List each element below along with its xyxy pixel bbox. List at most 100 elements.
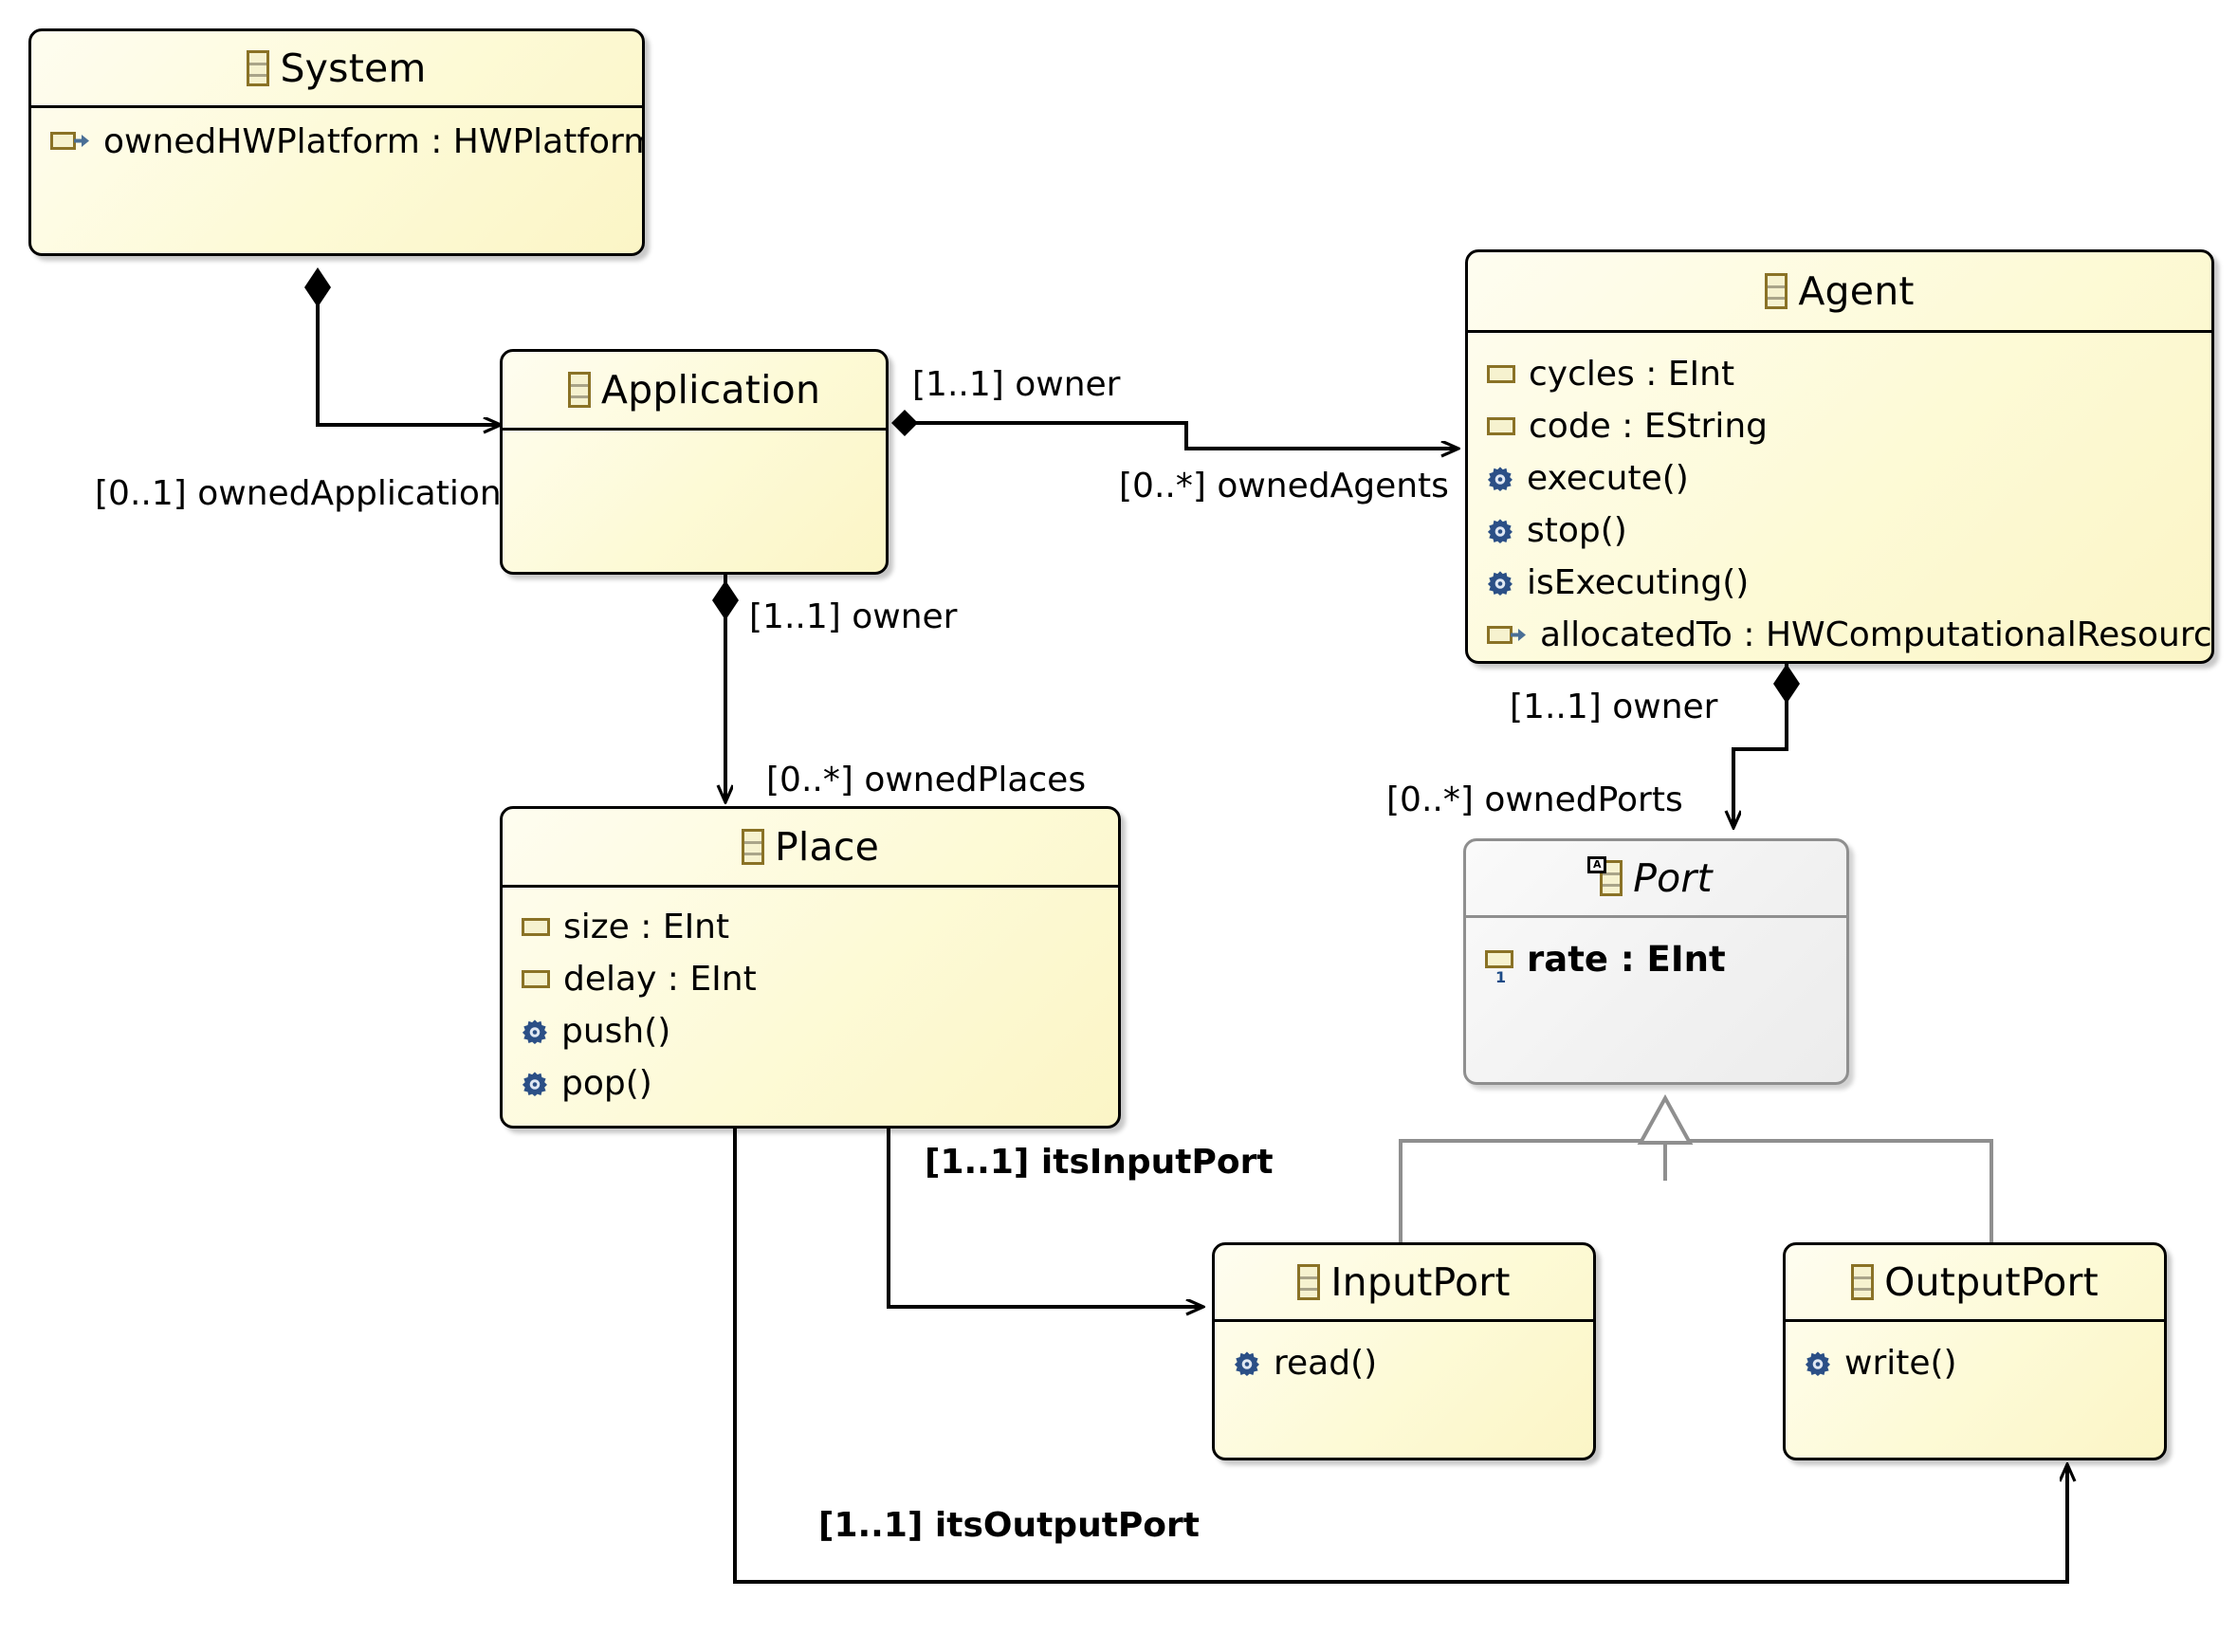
class-features-port: 1 rate : EInt bbox=[1466, 918, 1846, 985]
edge-label-owned-application: [0..1] ownedApplication bbox=[95, 474, 502, 513]
feature-row[interactable]: execute() bbox=[1487, 452, 2211, 505]
edge-application-place bbox=[712, 575, 739, 801]
class-icon bbox=[1297, 1264, 1321, 1300]
attribute-icon bbox=[522, 918, 550, 936]
class-header-agent: Agent bbox=[1468, 252, 2211, 330]
feature-label: read() bbox=[1274, 1344, 1378, 1383]
feature-row[interactable]: push() bbox=[522, 1005, 1118, 1057]
operation-icon bbox=[522, 1019, 548, 1045]
feature-row[interactable]: write() bbox=[1805, 1337, 2164, 1389]
class-separator bbox=[31, 105, 642, 108]
class-separator bbox=[1468, 330, 2211, 333]
feature-label: push() bbox=[561, 1012, 671, 1051]
class-title: Place bbox=[774, 824, 879, 870]
class-header-inputport: InputPort bbox=[1215, 1245, 1593, 1319]
class-features-inputport: read() bbox=[1215, 1322, 1593, 1389]
class-title: System bbox=[280, 46, 427, 91]
class-box-system[interactable]: System ownedHWPlatform : HWPlatform bbox=[28, 28, 645, 256]
edge-place-inputport bbox=[887, 1129, 1202, 1307]
class-title: Application bbox=[600, 367, 821, 413]
attribute-icon bbox=[1487, 417, 1515, 435]
reference-icon bbox=[50, 131, 90, 152]
feature-row[interactable]: isExecuting() bbox=[1487, 557, 2211, 609]
class-title: Agent bbox=[1798, 268, 1915, 314]
feature-row[interactable]: 1 rate : EInt bbox=[1485, 933, 1846, 985]
class-icon bbox=[1851, 1264, 1875, 1300]
feature-label: cycles : EInt bbox=[1529, 355, 1735, 394]
class-title: Port bbox=[1633, 855, 1713, 901]
class-box-inputport[interactable]: InputPort read() bbox=[1212, 1242, 1596, 1460]
feature-label: ownedHWPlatform : HWPlatform bbox=[103, 121, 645, 161]
edge-label-owner-app-place: [1..1] owner bbox=[749, 597, 958, 636]
feature-label: pop() bbox=[561, 1064, 652, 1103]
class-box-application[interactable]: Application bbox=[500, 349, 889, 575]
class-features-outputport: write() bbox=[1786, 1322, 2164, 1389]
class-box-place[interactable]: Place size : EInt delay : EInt push() bbox=[500, 806, 1121, 1129]
class-features-system: ownedHWPlatform : HWPlatform bbox=[31, 108, 642, 163]
feature-label: stop() bbox=[1527, 511, 1627, 550]
class-box-agent[interactable]: Agent cycles : EInt code : EString execu… bbox=[1465, 249, 2214, 664]
edge-label-its-input-port: [1..1] itsInputPort bbox=[925, 1143, 1274, 1182]
feature-label: size : EInt bbox=[563, 908, 730, 946]
feature-label: allocatedTo : HWComputationalResource bbox=[1540, 615, 2214, 654]
class-separator bbox=[503, 428, 886, 431]
feature-row[interactable]: size : EInt bbox=[522, 901, 1118, 953]
edge-label-owner-agent-port: [1..1] owner bbox=[1510, 688, 1718, 726]
feature-label: write() bbox=[1844, 1344, 1957, 1383]
edge-label-owned-agents: [0..*] ownedAgents bbox=[1119, 467, 1449, 505]
class-features-application bbox=[503, 431, 886, 442]
feature-row[interactable]: code : EString bbox=[1487, 400, 2211, 452]
attribute-icon bbox=[522, 970, 550, 988]
class-header-port: A Port bbox=[1466, 841, 1846, 915]
class-separator bbox=[503, 885, 1118, 888]
operation-icon bbox=[522, 1071, 548, 1097]
class-box-outputport[interactable]: OutputPort write() bbox=[1783, 1242, 2167, 1460]
abstract-class-icon: A bbox=[1587, 856, 1623, 896]
operation-icon bbox=[1234, 1350, 1260, 1377]
class-separator bbox=[1466, 915, 1846, 918]
edge-label-owned-places: [0..*] ownedPlaces bbox=[766, 761, 1087, 799]
edge-agent-port bbox=[1733, 664, 1800, 827]
edge-application-agent bbox=[891, 410, 1458, 449]
feature-label: execute() bbox=[1527, 459, 1689, 498]
edge-system-application bbox=[304, 267, 500, 425]
edge-label-owned-ports: [0..*] ownedPorts bbox=[1386, 780, 1683, 819]
feature-row[interactable]: pop() bbox=[522, 1057, 1118, 1110]
edge-place-outputport bbox=[733, 1129, 2067, 1584]
class-icon bbox=[1765, 273, 1788, 309]
feature-label: code : EString bbox=[1529, 407, 1769, 446]
class-separator bbox=[1786, 1319, 2164, 1322]
class-header-outputport: OutputPort bbox=[1786, 1245, 2164, 1319]
attribute-icon: 1 bbox=[1485, 950, 1513, 985]
edge-label-its-output-port: [1..1] itsOutputPort bbox=[818, 1506, 1200, 1545]
reference-icon bbox=[1487, 625, 1527, 646]
attribute-multiplicity: 1 bbox=[1495, 968, 1507, 986]
feature-row[interactable]: cycles : EInt bbox=[1487, 348, 2211, 400]
class-features-place: size : EInt delay : EInt push() pop() bbox=[503, 888, 1118, 1110]
class-header-place: Place bbox=[503, 809, 1118, 885]
class-header-system: System bbox=[31, 31, 642, 105]
class-icon bbox=[567, 372, 591, 408]
feature-row[interactable]: stop() bbox=[1487, 505, 2211, 557]
attribute-icon bbox=[1487, 365, 1515, 383]
edge-label-owner-app-agent: [1..1] owner bbox=[912, 365, 1121, 404]
class-separator bbox=[1215, 1319, 1593, 1322]
operation-icon bbox=[1487, 518, 1513, 544]
feature-label: delay : EInt bbox=[563, 960, 757, 999]
feature-row[interactable]: read() bbox=[1234, 1337, 1593, 1389]
feature-label: isExecuting() bbox=[1527, 563, 1750, 602]
class-icon bbox=[741, 829, 764, 865]
feature-row[interactable]: delay : EInt bbox=[522, 953, 1118, 1005]
edge-generalization-ports bbox=[1399, 1093, 1993, 1242]
class-features-agent: cycles : EInt code : EString execute() s… bbox=[1468, 333, 2211, 661]
class-title: OutputPort bbox=[1884, 1259, 2099, 1305]
operation-icon bbox=[1487, 570, 1513, 597]
feature-row[interactable]: allocatedTo : HWComputationalResource bbox=[1487, 609, 2211, 661]
feature-row[interactable]: ownedHWPlatform : HWPlatform bbox=[50, 119, 642, 163]
operation-icon bbox=[1487, 466, 1513, 492]
operation-icon bbox=[1805, 1350, 1831, 1377]
class-icon bbox=[247, 50, 270, 86]
class-box-port[interactable]: A Port 1 rate : EInt bbox=[1463, 838, 1849, 1085]
